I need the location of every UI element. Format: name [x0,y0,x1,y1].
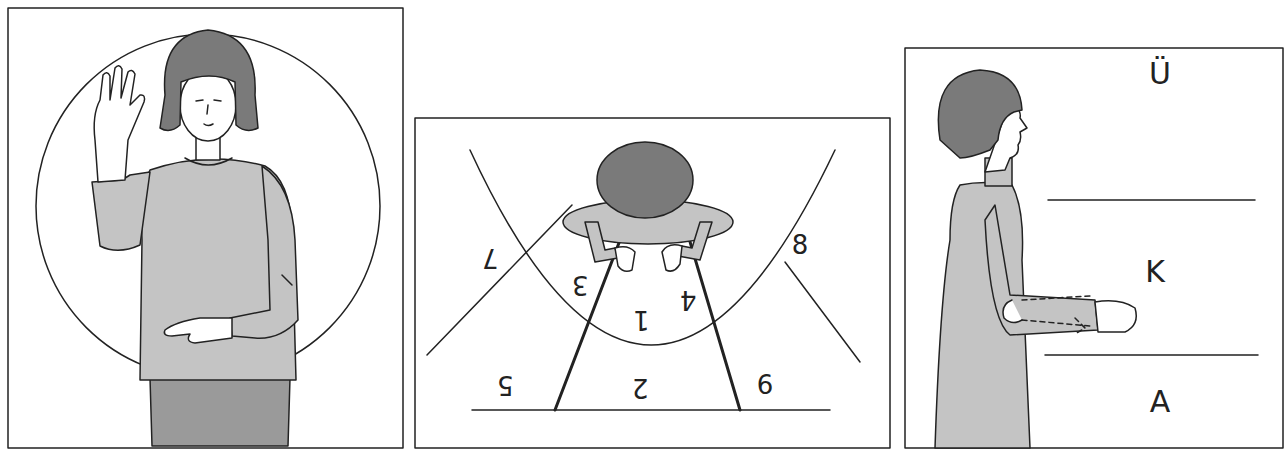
zone-number: 7 [482,245,499,271]
outer-boundary-line [427,205,572,355]
outer-boundary-line [785,262,860,362]
zone-number: 3 [572,272,589,298]
panel-frame [8,8,403,448]
body-profile [935,183,1030,449]
zone-boundary-line [688,235,740,410]
right-arm [678,222,712,260]
height-zone-line [1045,354,1258,356]
zone-number: 4 [680,287,697,313]
hand-near-body [1003,300,1022,323]
face-features [196,100,221,126]
fist [1095,301,1136,332]
zone-number: 8 [792,232,809,258]
hair [938,70,1022,158]
resting-hand [164,318,232,343]
height-zone-letter: Ü [1149,59,1171,89]
panel-frame [415,118,890,448]
crossing-sleeve [230,166,298,338]
zone-boundary-line [555,235,622,410]
hair [160,30,258,130]
front-boundary-line [472,409,830,411]
zone-number: 6 [757,372,774,398]
skirt [150,378,290,446]
zone-number: 5 [497,372,514,398]
extended-arm [985,205,1098,335]
left-arm [585,222,618,262]
elbow-mark [282,275,292,285]
movement-lines [1022,296,1090,334]
height-zone-line [1048,199,1255,201]
panel-frame [905,48,1283,448]
raised-sleeve [92,172,150,250]
head-from-above [597,142,693,218]
zone-number: 2 [632,375,649,401]
height-zone-letter: K [1145,257,1165,287]
zone-number: 1 [633,307,650,333]
right-hand [662,245,682,271]
height-zone-letter: A [1150,387,1171,417]
raised-hand [94,66,144,182]
left-hand [615,247,635,272]
